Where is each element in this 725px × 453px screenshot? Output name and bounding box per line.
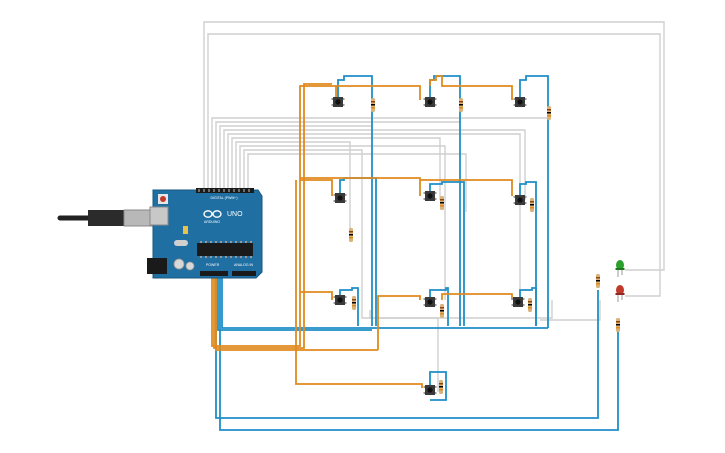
- chip-pins: [200, 241, 252, 258]
- resistor-r7[interactable]: [352, 296, 356, 310]
- pushbutton-6[interactable]: [513, 195, 527, 205]
- sub-label: ARDUINO: [204, 220, 220, 224]
- orange-wire-row2b[interactable]: [300, 177, 421, 196]
- orange-wire-row2[interactable]: [300, 179, 333, 196]
- blue-wire-btn4[interactable]: [339, 177, 377, 326]
- blue-wire-btn9[interactable]: [519, 287, 537, 326]
- pushbutton-7[interactable]: [333, 295, 347, 305]
- resistor-r6[interactable]: [530, 198, 534, 212]
- gray-wire-led[interactable]: [540, 300, 601, 321]
- gray-wire-r7[interactable]: [235, 141, 351, 230]
- led-red[interactable]: [615, 285, 625, 302]
- blue-wire-btn5[interactable]: [429, 181, 465, 326]
- gray-wire-top-loop-2[interactable]: [207, 33, 661, 297]
- orange-wire-row1b[interactable]: [213, 83, 332, 349]
- resistors: [349, 98, 620, 394]
- orange-wire-row1c[interactable]: [336, 85, 421, 100]
- power-jack: [147, 258, 167, 274]
- analog-header: [232, 271, 256, 276]
- blue-wire-bus-2[interactable]: [217, 278, 372, 331]
- orange-wire-row3d[interactable]: [215, 278, 378, 351]
- gray-wire-r5[interactable]: [227, 133, 521, 306]
- blue-wire-btn7[interactable]: [339, 287, 359, 326]
- gray-wire-r10[interactable]: [247, 153, 467, 212]
- resistor-r1[interactable]: [371, 98, 375, 112]
- power-header: [200, 271, 228, 276]
- pushbutton-10[interactable]: [423, 385, 437, 395]
- brand-label: UNO: [227, 211, 243, 218]
- pushbutton-2[interactable]: [423, 97, 437, 107]
- blue-wire-bus[interactable]: [221, 278, 548, 329]
- resistor-r9[interactable]: [528, 298, 532, 312]
- orange-wire-row1d[interactable]: [429, 75, 513, 100]
- orange-wire-row2c[interactable]: [420, 179, 513, 196]
- orange-wire-row3[interactable]: [300, 291, 333, 300]
- orange-wires: [211, 75, 513, 388]
- pushbutton-3[interactable]: [513, 97, 527, 107]
- arduino-uno-board[interactable]: DIGITAL (PWM~) UNO ARDUINO: [147, 188, 263, 279]
- orange-wire-row4[interactable]: [295, 180, 423, 388]
- led-green[interactable]: [615, 260, 625, 277]
- resistor-r2[interactable]: [459, 98, 463, 112]
- blue-wire-btn6[interactable]: [519, 181, 537, 326]
- crystal: [174, 240, 188, 246]
- gray-wire-r11[interactable]: [369, 300, 553, 319]
- usb-jack: [149, 206, 169, 226]
- pushbutton-1[interactable]: [331, 97, 345, 107]
- resistor-r3[interactable]: [547, 106, 551, 120]
- usb-plug[interactable]: [88, 210, 128, 226]
- resistor-r10[interactable]: [439, 380, 443, 394]
- gray-wire-r6[interactable]: [231, 137, 441, 200]
- microcontroller-chip: [197, 243, 253, 256]
- resistor-r5[interactable]: [440, 196, 444, 210]
- orange-wire-row3b[interactable]: [377, 295, 421, 350]
- power-label: POWER: [206, 263, 220, 267]
- resistor-r4[interactable]: [349, 228, 353, 242]
- resistor-r12[interactable]: [616, 318, 620, 332]
- gray-wire-top-loop[interactable]: [203, 21, 665, 271]
- pushbutton-9[interactable]: [511, 297, 525, 307]
- blue-wires: [215, 75, 619, 431]
- analog-label: ANALOG IN: [234, 263, 254, 267]
- blue-wire-btn1[interactable]: [337, 75, 373, 326]
- arduino-logo: [203, 210, 222, 218]
- pushbutton-5[interactable]: [423, 191, 437, 201]
- capacitor-1: [173, 258, 185, 270]
- blue-wire-led2[interactable]: [219, 278, 619, 431]
- digital-pins: [198, 189, 250, 192]
- capacitor-2: [185, 261, 195, 271]
- gray-wire-r4[interactable]: [223, 129, 526, 200]
- orange-wire-row1[interactable]: [211, 85, 337, 347]
- orange-wire-row3c[interactable]: [441, 293, 513, 300]
- usb-cable: [57, 209, 155, 227]
- pushbutton-4[interactable]: [333, 193, 347, 203]
- gray-wire-r8[interactable]: [239, 145, 446, 300]
- digital-label: DIGITAL (PWM~): [210, 196, 237, 200]
- reset-button-cap: [160, 196, 166, 202]
- leds: [615, 260, 625, 302]
- blue-wire-btn10[interactable]: [429, 371, 447, 401]
- pushbutton-8[interactable]: [423, 297, 437, 307]
- gray-wires: [203, 21, 665, 392]
- pushbuttons: [331, 97, 527, 395]
- resistor-r11[interactable]: [596, 274, 600, 288]
- resistor-r8[interactable]: [440, 304, 444, 318]
- gray-wire-r9[interactable]: [243, 149, 439, 392]
- status-leds: [183, 226, 188, 234]
